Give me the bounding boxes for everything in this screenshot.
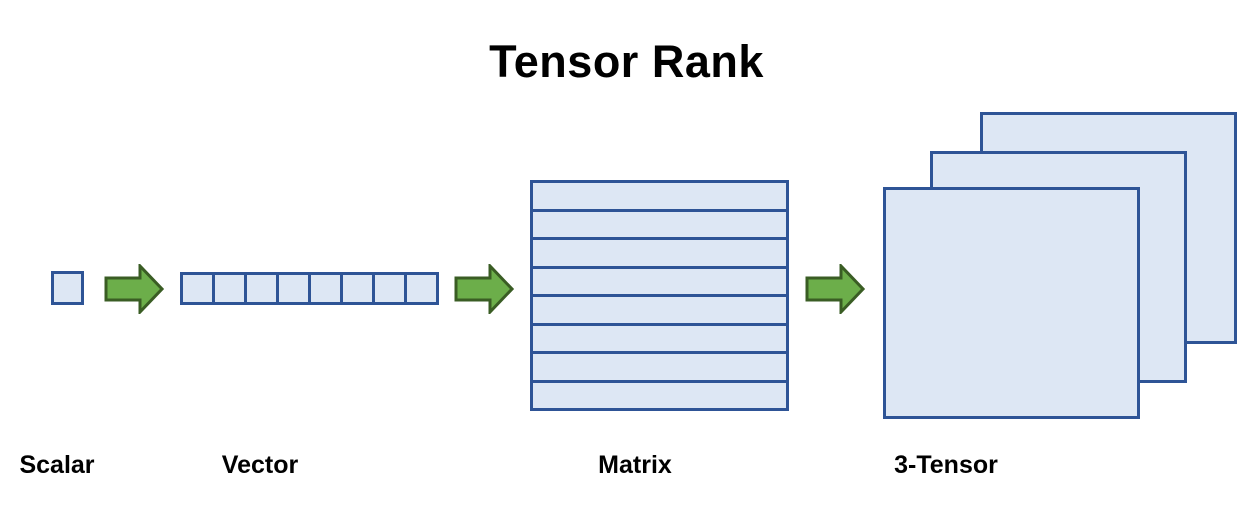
vector-cell — [212, 275, 244, 302]
vector-cell — [340, 275, 372, 302]
matrix-row — [533, 237, 786, 266]
matrix-row — [533, 351, 786, 380]
right-arrow-icon — [454, 264, 514, 314]
vector-cell — [183, 275, 212, 302]
vector-cell — [244, 275, 276, 302]
matrix-label: Matrix — [598, 451, 672, 479]
tensor-label: 3-Tensor — [894, 451, 998, 479]
vector-cell — [404, 275, 436, 302]
vector-cell — [276, 275, 308, 302]
tensor-stack-shape — [883, 112, 1237, 422]
diagram-title: Tensor Rank — [489, 36, 764, 87]
matrix-shape — [530, 180, 789, 411]
matrix-row — [533, 322, 786, 352]
right-arrow-icon — [104, 264, 164, 314]
matrix-row — [533, 208, 786, 238]
vector-cell — [372, 275, 404, 302]
matrix-row — [533, 379, 786, 409]
vector-shape — [180, 272, 439, 305]
tensor-layer — [883, 187, 1140, 419]
scalar-shape — [51, 271, 84, 305]
matrix-row — [533, 265, 786, 295]
vector-cell — [308, 275, 340, 302]
right-arrow-icon — [805, 264, 865, 314]
matrix-row — [533, 294, 786, 323]
scalar-label: Scalar — [19, 451, 95, 479]
vector-label: Vector — [221, 451, 299, 479]
matrix-row — [533, 183, 786, 209]
